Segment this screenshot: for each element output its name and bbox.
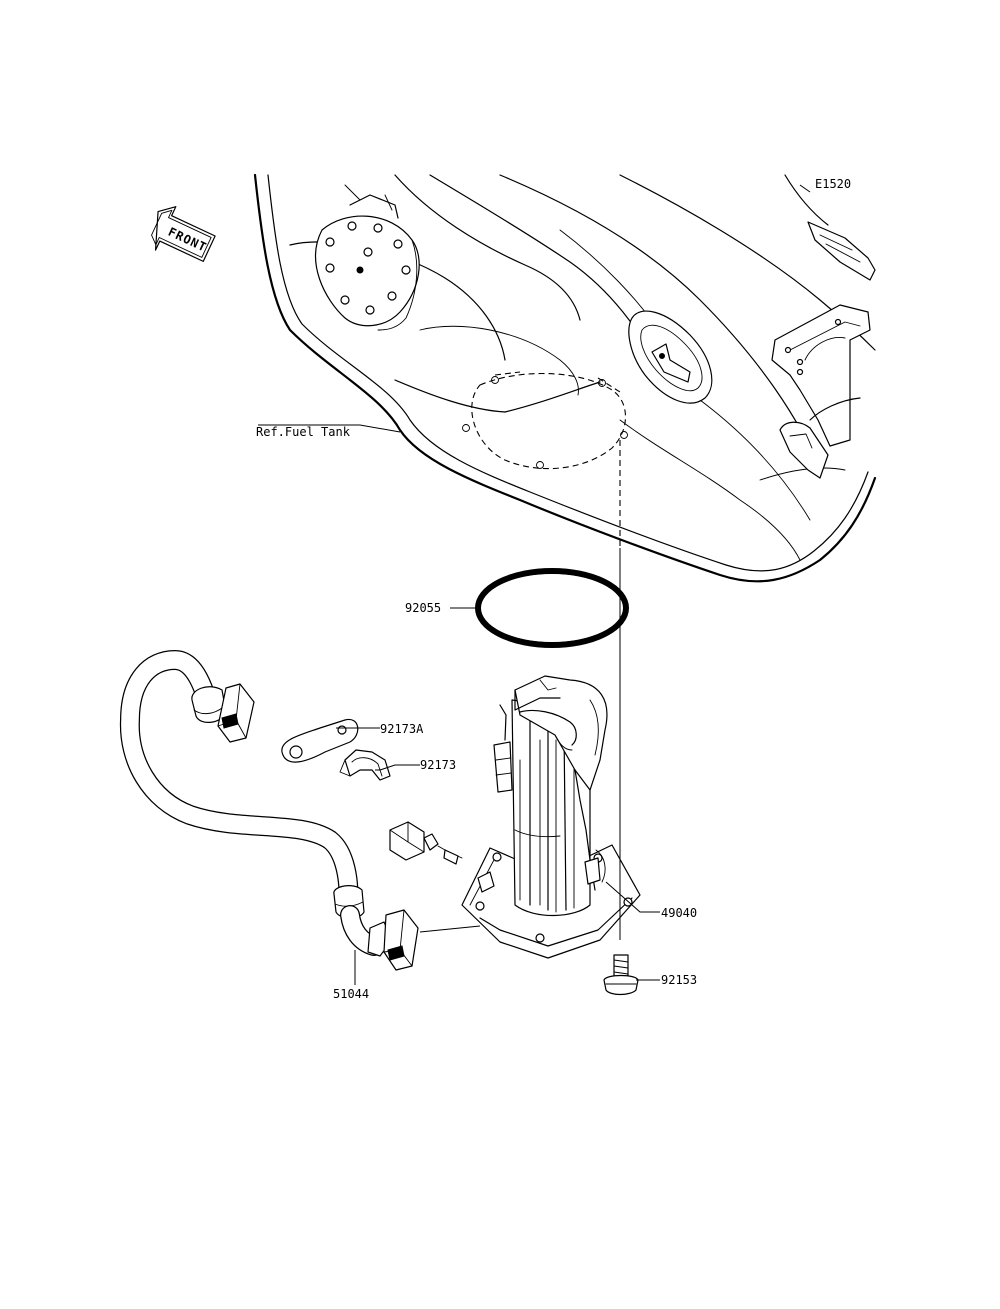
part-92173-label: 92173 bbox=[420, 758, 456, 772]
pump-wire-connector bbox=[389, 821, 463, 865]
fuel-pump-assembly bbox=[461, 675, 641, 959]
front-direction-arrow: FRONT bbox=[151, 206, 216, 262]
filler-cap-plate bbox=[314, 184, 420, 331]
tank-pump-flange-outline bbox=[462, 371, 628, 470]
tank-mount-slot-left bbox=[628, 310, 713, 404]
tank-rear-bracket bbox=[771, 304, 871, 479]
fuel-hose bbox=[119, 649, 419, 971]
hose-clip-plate bbox=[281, 718, 359, 763]
diagram-id-label: E1520 bbox=[815, 177, 851, 191]
ref-fuel-tank-label: Ref.Fuel Tank bbox=[256, 425, 351, 439]
hose-clip bbox=[339, 749, 391, 781]
part-51044-label: 51044 bbox=[333, 987, 369, 1001]
part-92055-label: 92055 bbox=[405, 601, 441, 615]
part-49040-label: 49040 bbox=[661, 906, 697, 920]
part-92173a-label: 92173A bbox=[380, 722, 424, 736]
tank-corner-grommet bbox=[784, 174, 876, 281]
mounting-bolt bbox=[603, 954, 639, 996]
o-ring-gasket bbox=[475, 568, 629, 648]
part-92153-label: 92153 bbox=[661, 973, 697, 987]
